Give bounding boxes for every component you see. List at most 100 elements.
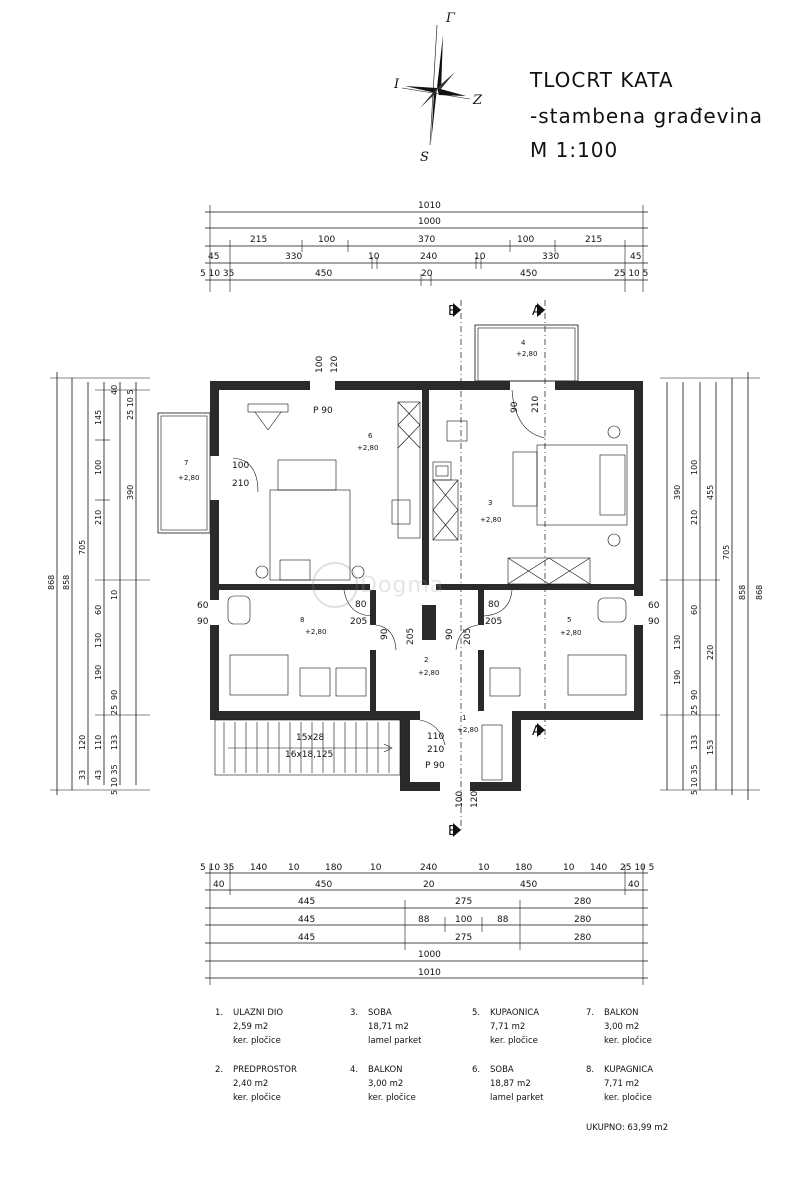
bottom-dim-240: 240	[420, 863, 437, 873]
stairs-size-2: 16x18,125	[285, 750, 333, 760]
bottom-door-h2: 120	[470, 791, 480, 808]
right-dim-100: 100	[690, 460, 699, 475]
top-dim-100-right: 100	[517, 235, 534, 245]
bottom-dim-275-a: 275	[455, 897, 472, 907]
left-dim-25105: 25 10 5	[126, 389, 135, 420]
right-dim-705: 705	[722, 545, 731, 560]
legend-5-floor: ker. pločice	[490, 1035, 538, 1046]
legend-5-name: KUPAONICA	[490, 1008, 539, 1018]
bottom-dim-88-a: 88	[418, 915, 430, 925]
room-1-number: 1	[462, 714, 466, 722]
legend-7-area: 3,00 m2	[604, 1022, 639, 1032]
bottom-dim-280-b: 280	[574, 915, 591, 925]
left-dim-100: 100	[94, 460, 103, 475]
bottom-dim-445-b: 445	[298, 915, 315, 925]
room-8-number: 8	[300, 616, 304, 624]
section-b-top: B	[448, 304, 457, 319]
legend-7-name: BALKON	[604, 1008, 639, 1018]
compass-north-label: Γ	[445, 11, 456, 26]
room-4-number: 4	[521, 339, 526, 347]
door-7-height: 210	[232, 479, 249, 489]
left-dim-43: 43	[94, 770, 103, 780]
staircase: 15x28 16x18,125	[214, 719, 401, 776]
top-dim-450-right: 450	[520, 269, 537, 279]
right-dim-133: 133	[690, 735, 699, 750]
room-8: 8 +2,80 60 90 80 205	[197, 589, 373, 697]
p90-bottom: P 90	[425, 761, 445, 771]
left-dimensions: 868 858 705 390 210 100 145 40 25 10 5 6…	[47, 372, 150, 795]
section-a-top: A	[532, 304, 541, 319]
left-dim-51035: 5 10 35	[110, 764, 119, 795]
bottom-dim-100: 100	[455, 915, 472, 925]
left-dim-390: 390	[126, 485, 135, 500]
bottom-dim-88-b: 88	[497, 915, 509, 925]
top-dim-450-left: 450	[315, 269, 332, 279]
stair-steps	[223, 722, 390, 773]
room-6-number: 6	[368, 432, 373, 440]
door-5-h: 205	[485, 617, 502, 627]
right-dim-60: 60	[690, 605, 699, 615]
legend-item-1: 1. ULAZNI DIO 2,59 m2 ker. pločice	[215, 1008, 283, 1046]
room-7-number: 7	[184, 459, 188, 467]
p90-top: P 90	[313, 406, 333, 416]
window-8-h: 90	[197, 617, 209, 627]
top-dim-51035: 5 10 35	[200, 269, 234, 279]
top-dim-25105: 25 10 5	[614, 269, 648, 279]
door-4-height: 210	[531, 396, 541, 413]
left-dim-25: 25	[110, 705, 119, 715]
room-3-elev: +2,80	[480, 516, 501, 524]
top-door-h2: 120	[330, 356, 340, 373]
bottom-dim-280-c: 280	[574, 933, 591, 943]
legend-4-floor: ker. pločice	[368, 1092, 416, 1103]
total-area: UKUPNO: 63,99 m2	[586, 1123, 668, 1133]
legend-4-num: 4.	[350, 1065, 358, 1075]
door-8-h: 205	[350, 617, 367, 627]
legend-8-num: 8.	[586, 1065, 594, 1075]
legend-item-7: 7. BALKON 3,00 m2 ker. pločice	[586, 1008, 652, 1046]
top-dim-1010: 1010	[418, 201, 441, 211]
bottom-dim-180-left: 180	[325, 863, 342, 873]
top-dim-10-left: 10	[368, 252, 380, 262]
door-2-left-w: 90	[380, 628, 390, 640]
compass-south-label: S	[420, 150, 429, 165]
legend-2-num: 2.	[215, 1065, 223, 1075]
legend-6-floor: lamel parket	[490, 1093, 544, 1103]
bottom-dim-1000: 1000	[418, 950, 441, 960]
legend-6-area: 18,87 m2	[490, 1079, 531, 1089]
legend-1-name: ULAZNI DIO	[233, 1008, 283, 1018]
bottom-dim-450-left: 450	[315, 880, 332, 890]
legend-item-2: 2. PREDPROSTOR 2,40 m2 ker. pločice	[215, 1065, 297, 1103]
room-2-elev: +2,80	[418, 669, 439, 677]
bottom-dim-450-right: 450	[520, 880, 537, 890]
legend-1-num: 1.	[215, 1008, 223, 1018]
room-8-elev: +2,80	[305, 628, 326, 636]
right-dim-858: 858	[738, 585, 747, 600]
right-dim-90: 90	[690, 690, 699, 700]
bottom-dim-40-right: 40	[628, 880, 640, 890]
watermark-logo: Dogma	[312, 562, 443, 608]
right-dim-153: 153	[706, 740, 715, 755]
top-dim-370: 370	[418, 235, 435, 245]
bottom-dim-140-left: 140	[250, 863, 267, 873]
left-dim-60: 60	[94, 605, 103, 615]
legend-8-name: KUPAGNICA	[604, 1065, 653, 1075]
legend-3-area: 18,71 m2	[368, 1022, 409, 1032]
left-dim-33: 33	[78, 770, 87, 780]
legend-item-6: 6. SOBA 18,87 m2 lamel parket	[472, 1065, 544, 1103]
legend-2-floor: ker. pločice	[233, 1092, 281, 1103]
balcony-7: 7 +2,80	[157, 412, 211, 534]
bottom-dim-280-a: 280	[574, 897, 591, 907]
legend-7-floor: ker. pločice	[604, 1035, 652, 1046]
room-2-number: 2	[424, 656, 428, 664]
compass-west-label: I	[393, 77, 400, 92]
bottom-dim-51035: 5 10 35	[200, 863, 234, 873]
plan-subtitle: -stambena građevina	[530, 104, 763, 128]
room-5: 5 +2,80 60 90 80 205	[483, 589, 660, 697]
walls	[210, 381, 643, 791]
right-dim-390: 390	[673, 485, 682, 500]
right-dim-210: 210	[690, 510, 699, 525]
room-2: 90 205 90 205 2 +2,80	[375, 624, 479, 677]
room-6-elev: +2,80	[357, 444, 378, 452]
legend-4-area: 3,00 m2	[368, 1079, 403, 1089]
